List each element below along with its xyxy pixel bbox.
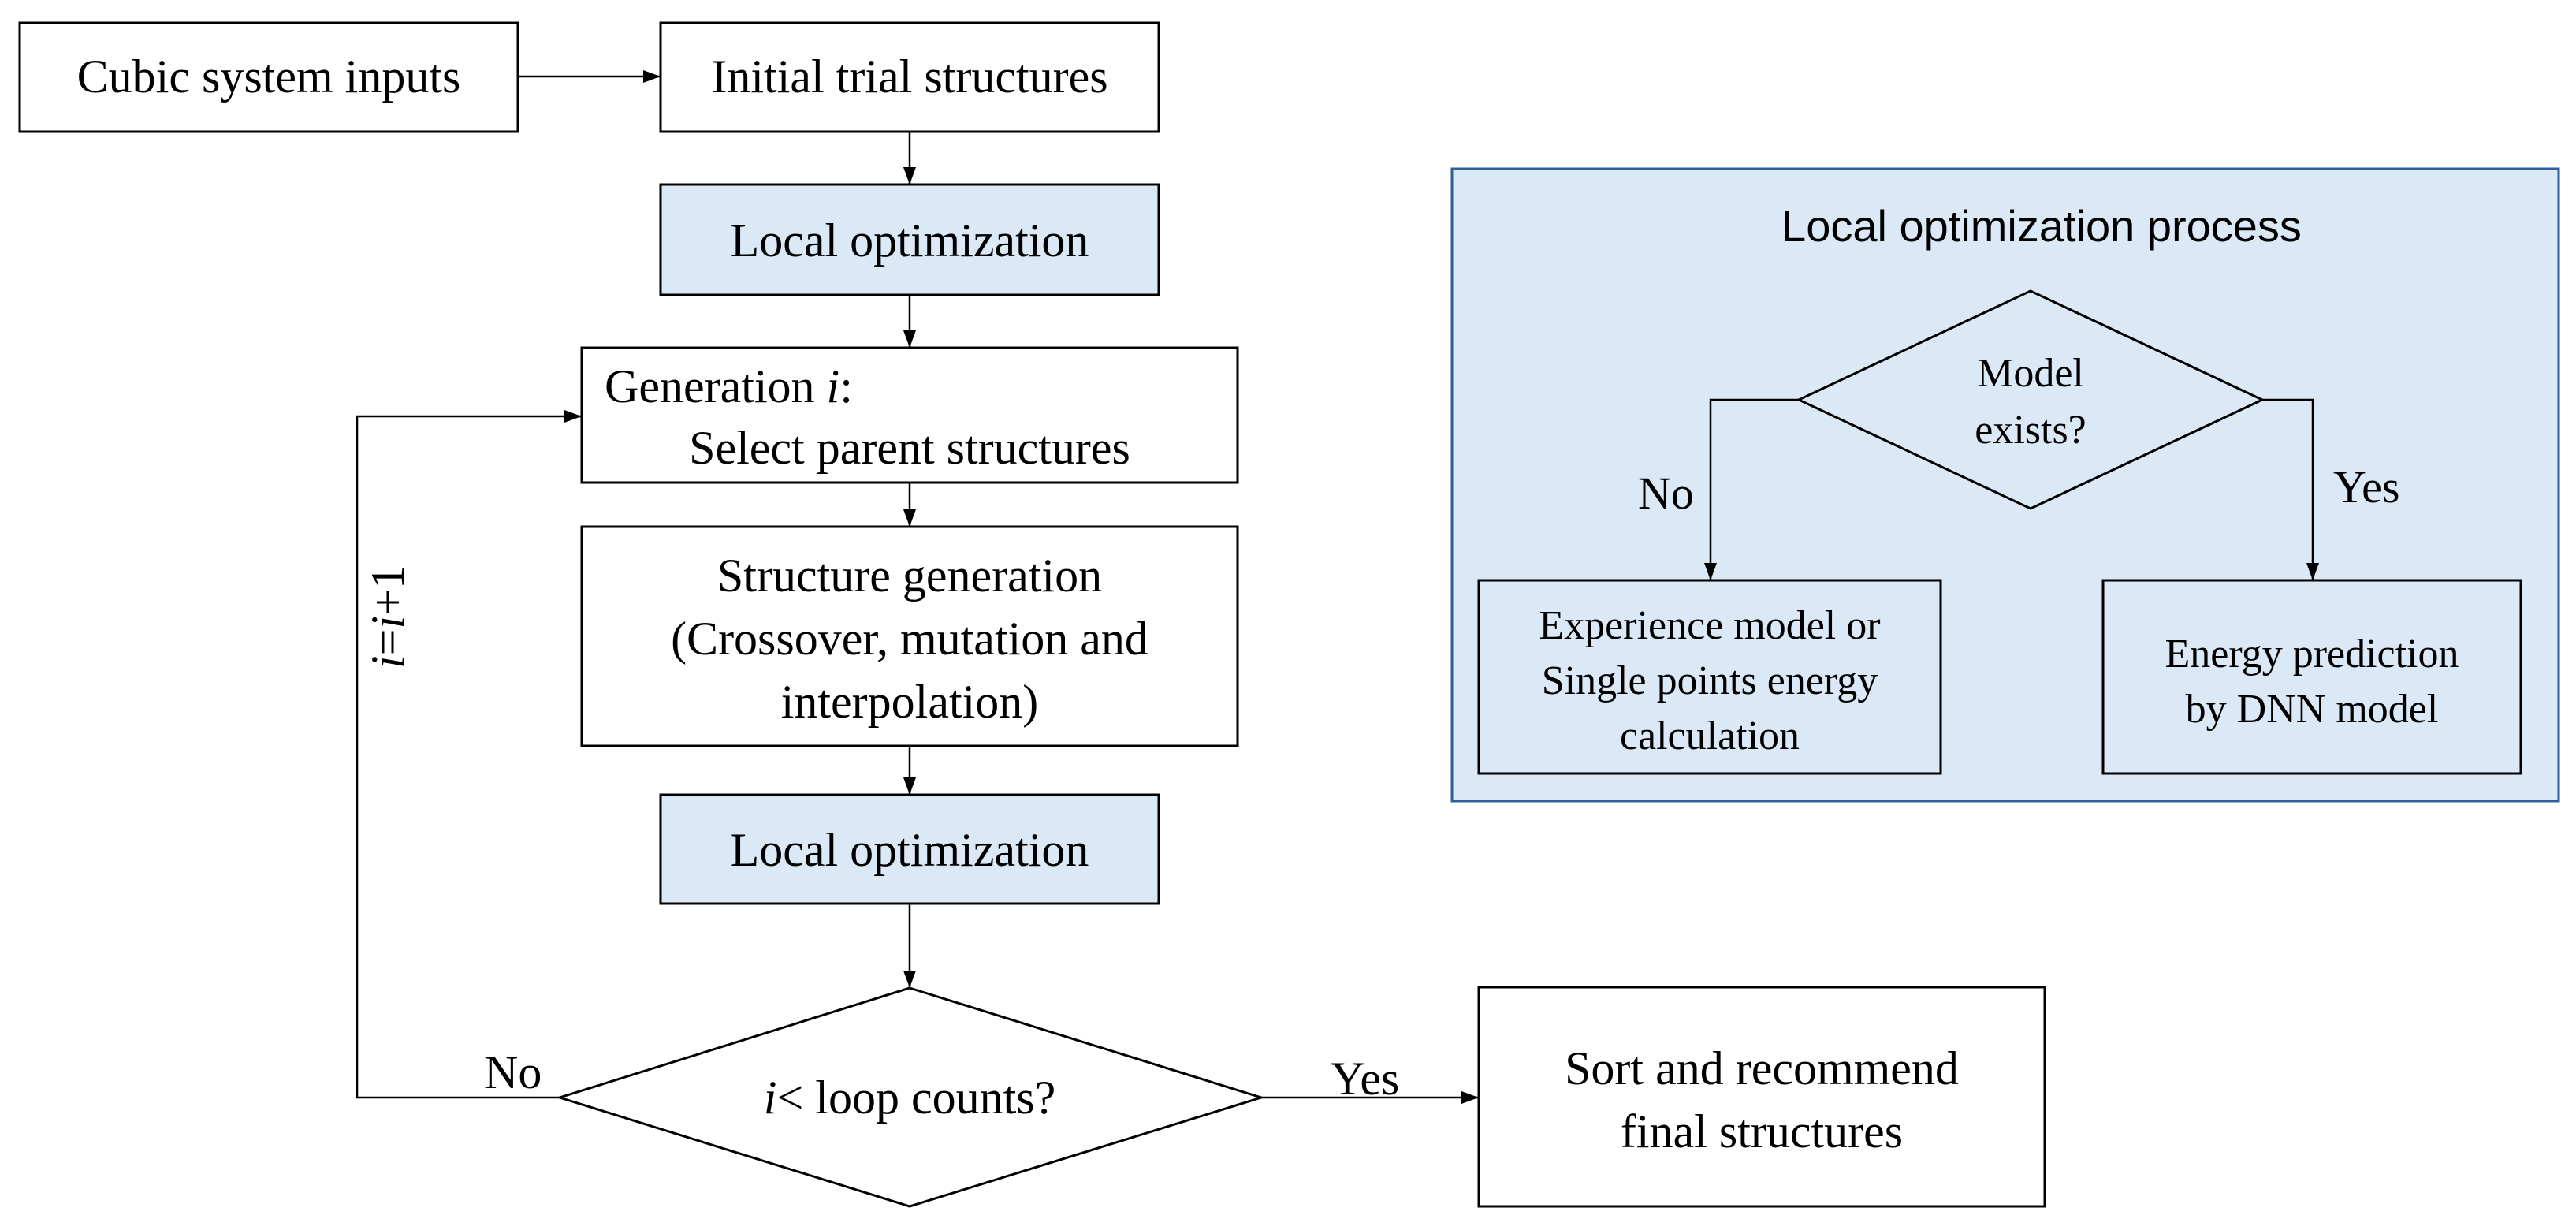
panel-title: Local optimization process xyxy=(1781,201,2302,251)
label-yes-exit: Yes xyxy=(1331,1053,1399,1105)
panel-edge-yes xyxy=(2262,398,2319,580)
panel-node-experience-model: Experience model or Single points energy… xyxy=(1477,579,1942,775)
node-cubic-inputs-label: Cubic system inputs xyxy=(77,50,461,102)
panel-edge-no xyxy=(1704,398,1799,580)
edge-decision-loop-back xyxy=(356,410,582,1099)
node-structure-generation-line3: interpolation) xyxy=(781,676,1039,728)
panel-label-no: No xyxy=(1638,468,1694,519)
label-no-loop: No xyxy=(484,1046,542,1098)
node-generation-line1: Generation i: xyxy=(605,360,853,412)
panel-label-yes: Yes xyxy=(2333,461,2399,512)
node-local-optimization-2-label: Local optimization xyxy=(731,824,1089,876)
node-loop-decision: i< loop counts? xyxy=(555,986,1266,1208)
panel-node-dnn-prediction: Energy prediction by DNN model xyxy=(2101,579,2522,775)
panel-node-dnn-line1: Energy prediction xyxy=(2165,632,2459,676)
panel-local-optimization-process: Local optimization process Model exists?… xyxy=(1450,167,2560,803)
node-sort-recommend: Sort and recommend final structures xyxy=(1477,986,2046,1208)
panel-node-experience-line2: Single points energy xyxy=(1542,658,1878,703)
node-structure-generation: Structure generation (Crossover, mutatio… xyxy=(580,525,1239,747)
node-structure-generation-line2: (Crossover, mutation and xyxy=(671,613,1148,665)
node-initial-structures: Initial trial structures xyxy=(659,21,1160,133)
node-local-optimization-1-label: Local optimization xyxy=(731,214,1089,266)
panel-node-dnn-line2: by DNN model xyxy=(2186,687,2439,732)
node-generation-line2: Select parent structures xyxy=(689,422,1130,474)
node-sort-recommend-line1: Sort and recommend xyxy=(1565,1042,1959,1094)
panel-connectors xyxy=(1704,398,2319,580)
node-local-optimization-2: Local optimization xyxy=(659,793,1160,905)
node-local-optimization-1: Local optimization xyxy=(659,183,1160,296)
node-initial-structures-label: Initial trial structures xyxy=(711,50,1107,102)
panel-node-experience-line3: calculation xyxy=(1620,714,1800,758)
node-loop-decision-label: i< loop counts? xyxy=(764,1072,1055,1124)
node-structure-generation-line1: Structure generation xyxy=(717,550,1102,602)
panel-decision-line2: exists? xyxy=(1975,408,2086,453)
label-loop-increment: i=i+1 xyxy=(362,565,414,669)
main-flow-connectors xyxy=(356,70,1479,1104)
panel-decision-model-exists: Model exists? xyxy=(1796,289,2265,510)
node-sort-recommend-line2: final structures xyxy=(1621,1105,1903,1157)
node-generation: Generation i: Select parent structures xyxy=(580,346,1239,484)
panel-decision-line1: Model xyxy=(1977,351,2084,396)
panel-node-experience-line1: Experience model or xyxy=(1539,603,1880,648)
node-cubic-inputs: Cubic system inputs xyxy=(18,21,519,133)
